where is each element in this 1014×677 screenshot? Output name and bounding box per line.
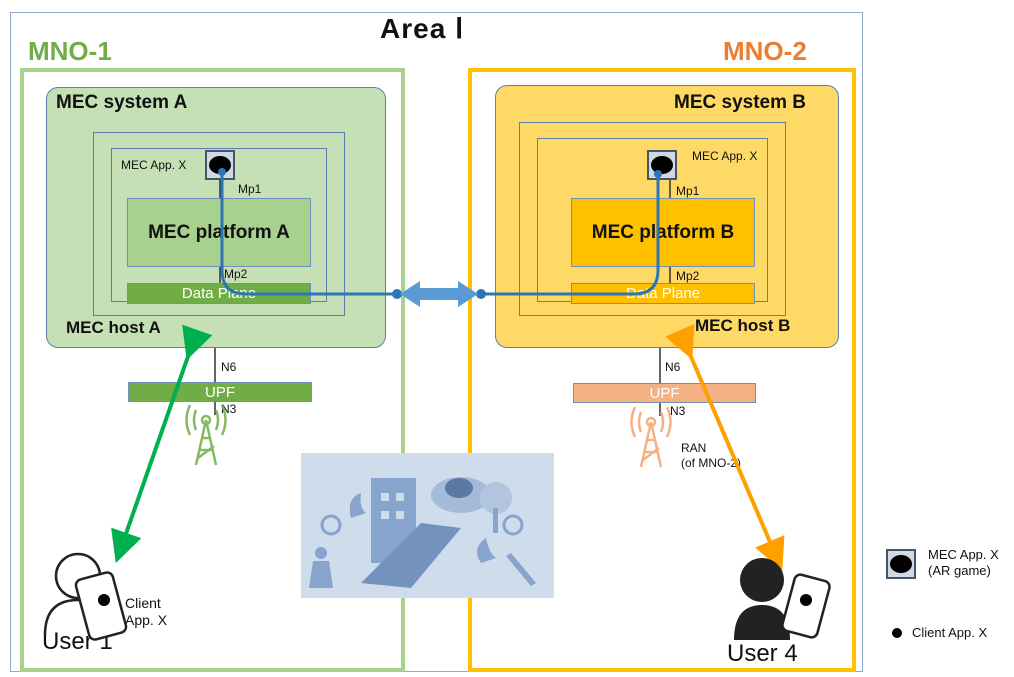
app-b-endpoint — [654, 170, 662, 178]
user4-link-arrow — [665, 324, 785, 571]
area-frame — [10, 12, 863, 672]
client-app-line1: Client — [125, 595, 161, 611]
upf-a-label: UPF — [205, 383, 235, 401]
mp2-a-label: Mp2 — [224, 267, 248, 281]
mec-app-x-a-label: MEC App. X — [121, 158, 187, 172]
mec-app-x-b — [647, 150, 677, 180]
legend-app-line1: MEC App. X — [928, 547, 999, 562]
mec-app-x-a — [205, 150, 235, 180]
mec-system-a-title: MEC system A — [56, 92, 188, 113]
ar-scene-drawing — [309, 477, 536, 588]
legend-app-line2: (AR game) — [928, 563, 991, 578]
legend-client-label: Client App. X — [912, 625, 988, 640]
ran-b-tower-icon — [630, 406, 672, 468]
mec-app-a-dot — [209, 156, 231, 174]
mec-system-b-title: MEC system B — [674, 92, 806, 113]
app-path-a — [220, 172, 397, 296]
data-plane-b-label: Data Plane — [625, 285, 701, 302]
data-plane-a: Data Plane — [127, 283, 311, 304]
mno2-title: MNO-2 — [723, 36, 807, 66]
legend-app-dot — [890, 555, 912, 573]
client-app-line2: App. X — [125, 612, 168, 628]
mec-app-x-b-label: MEC App. X — [692, 149, 758, 163]
mec-app-b-dot — [651, 156, 673, 174]
ar-game-scene-image — [301, 453, 554, 598]
mno1-title: MNO-1 — [28, 36, 112, 66]
n6-a-label: N6 — [221, 360, 237, 374]
app-path-b — [481, 174, 660, 296]
mno2-frame — [468, 68, 856, 672]
legend-mec-app-icon — [886, 549, 916, 579]
link-node-a — [392, 289, 402, 299]
mp1-a-label: Mp1 — [238, 182, 262, 196]
mec-host-a-box — [93, 132, 345, 316]
user4-phone-icon — [781, 573, 831, 639]
data-plane-b: Data Plane — [571, 283, 755, 304]
mec-platform-b: MEC platform B — [571, 198, 755, 267]
user1-link-arrow — [111, 324, 213, 564]
mno1-frame — [20, 68, 405, 672]
user4-person-icon — [734, 558, 790, 640]
app-a-endpoint — [218, 168, 226, 176]
link-node-b — [476, 289, 486, 299]
mec-platform-b-label: MEC platform B — [591, 221, 735, 243]
legend-client-dot-icon — [892, 628, 902, 638]
user1-phone-icon — [74, 571, 128, 641]
mp1-b-label: Mp1 — [676, 184, 700, 198]
ran-a-tower-icon — [185, 404, 227, 466]
data-plane-a-label: Data Plane — [181, 285, 257, 302]
mec-platform-a: MEC platform A — [127, 198, 311, 267]
mec-host-b-box — [519, 122, 786, 316]
mec-platform-a-label: MEC platform A — [148, 221, 290, 243]
mp2-b-label: Mp2 — [676, 269, 700, 283]
user4-label: User 4 — [727, 640, 798, 667]
inter-mno-double-arrow — [400, 281, 478, 307]
area-title: Area Ⅰ — [380, 13, 465, 44]
